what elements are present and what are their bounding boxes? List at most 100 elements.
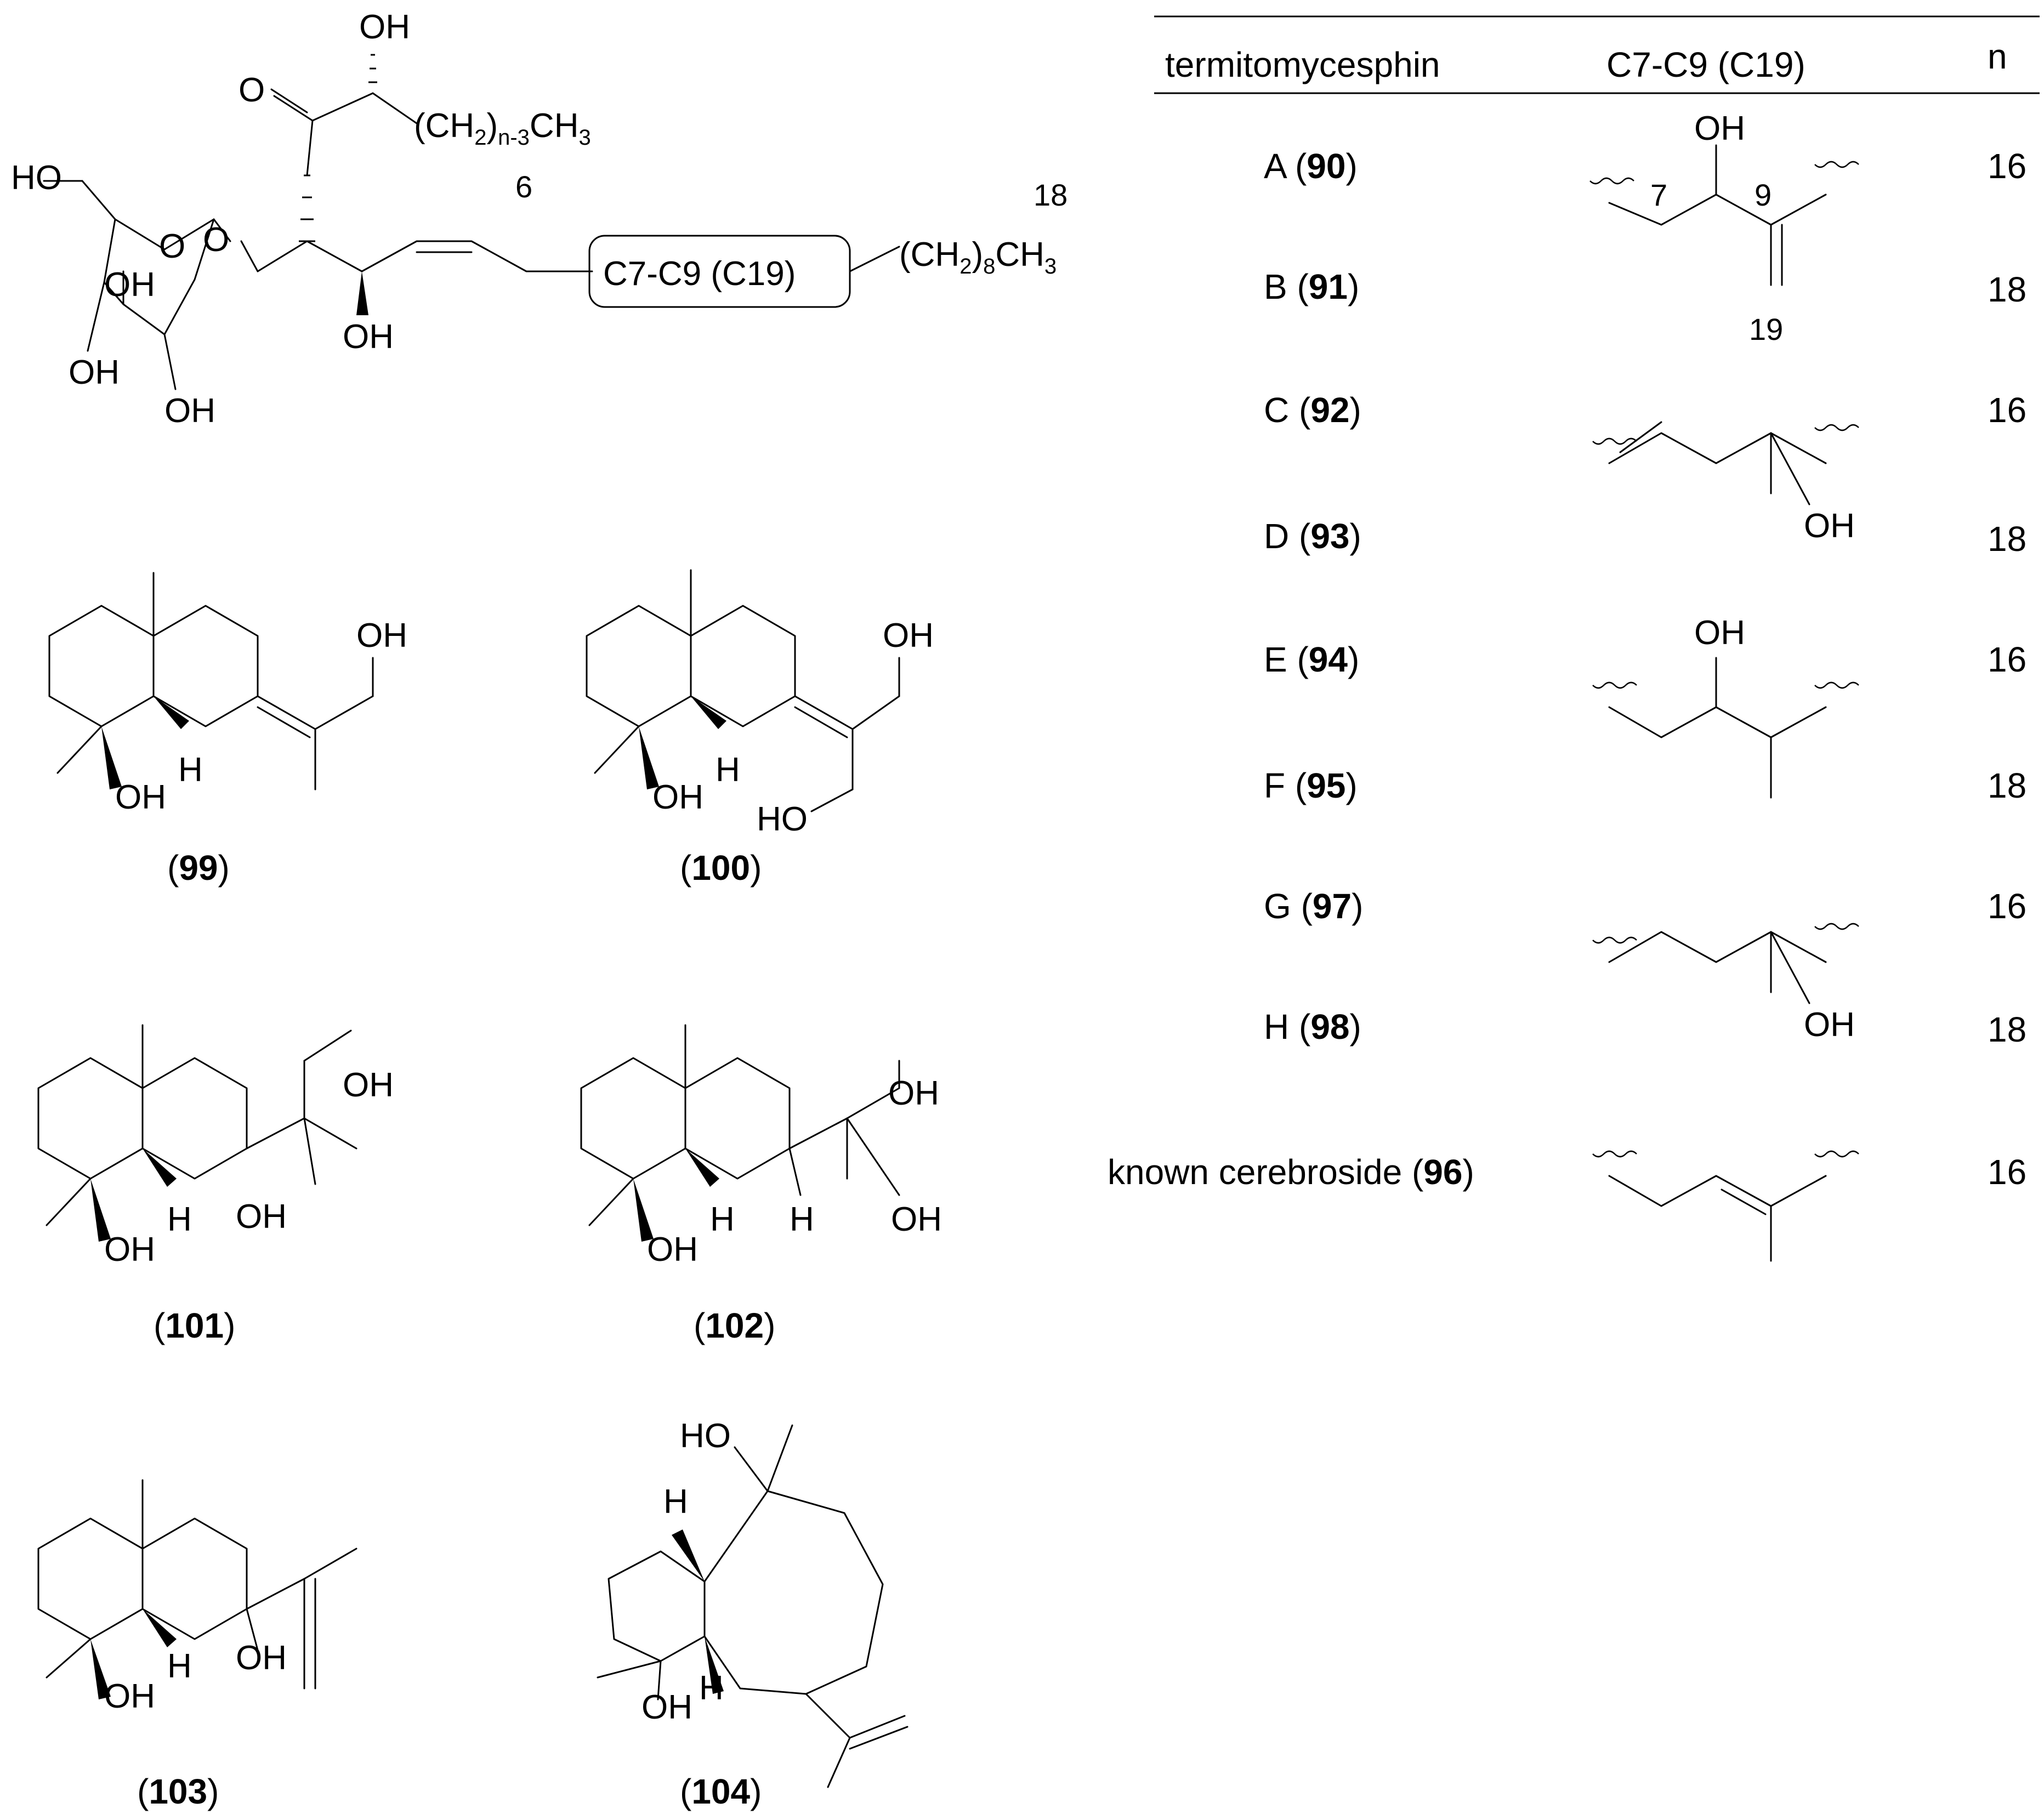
backbone-chain: [240, 240, 593, 272]
compound-99-label: (99): [167, 848, 230, 888]
hashed-bond-oh: [368, 54, 377, 83]
glycosidic-oxygen-label: O: [203, 221, 229, 259]
compound-104-h-1: H: [663, 1483, 688, 1521]
compound-104-h-2: H: [699, 1669, 724, 1707]
compound-100-label: (100): [680, 848, 762, 888]
compound-104-oh: OH: [641, 1688, 692, 1726]
compound-102-oh-2: OH: [891, 1201, 942, 1238]
row-n-H: 18: [1988, 1010, 2026, 1049]
header-n: n: [1988, 37, 2007, 76]
fragment-cd-oh: OH: [1804, 507, 1855, 545]
carbon-18-label: 18: [1034, 178, 1068, 212]
row-n-F: 18: [1988, 766, 2026, 805]
carbonyl-bond: [273, 95, 314, 122]
compound-101-h: H: [167, 1201, 192, 1238]
fragment-known: [1592, 1150, 1859, 1262]
compound-100-h: H: [716, 751, 740, 789]
compound-102-label: (102): [694, 1306, 775, 1345]
compound-102-h-2: H: [790, 1201, 814, 1238]
row-label-E: E (94): [1264, 640, 1359, 679]
termitomycesphin-table: termitomycesphin C7-C9 (C19) n A (90) 16…: [1108, 15, 2040, 1262]
fragment-box-label: C7-C9 (C19): [603, 255, 796, 293]
glycosidic-bond: [213, 218, 231, 242]
row-n-known: 16: [1988, 1152, 2026, 1192]
sugar-ho-label: HO: [11, 159, 62, 197]
fragment-gh-oh: OH: [1804, 1006, 1855, 1044]
row-n-A: 16: [1988, 146, 2026, 186]
tail-chain-label: (CH2)8CH3: [899, 236, 1057, 278]
compound-101-oh-1: OH: [343, 1066, 394, 1104]
compound-100-ho: HO: [757, 800, 808, 838]
row-label-B: B (91): [1264, 267, 1359, 306]
wavy-bond-left: [1589, 177, 1634, 185]
row-label-D: D (93): [1264, 516, 1361, 556]
compound-104-ho: HO: [680, 1417, 731, 1455]
header-fragment: C7-C9 (C19): [1606, 45, 1805, 84]
sugar-oh-3: [87, 281, 105, 352]
hashed-bond-acyl: [299, 174, 315, 242]
wavy-bond-right: [1814, 161, 1859, 168]
compound-100: OH HO OH H (100): [586, 569, 934, 888]
compound-103-oh-2: OH: [104, 1677, 155, 1715]
row-label-C: C (92): [1264, 390, 1361, 430]
row-label-F: F (95): [1264, 766, 1358, 805]
compound-104-label: (104): [680, 1772, 762, 1811]
header-termitomycesphin: termitomycesphin: [1165, 45, 1440, 84]
wedge-bond-oh: [356, 271, 368, 315]
compound-102-oh-3: OH: [647, 1231, 698, 1269]
compound-102-oh-1: OH: [888, 1074, 939, 1112]
sugar-oh-label-2: OH: [69, 354, 120, 391]
fragment-ef-oh: OH: [1694, 614, 1745, 652]
compound-101-oh-3: OH: [104, 1231, 155, 1269]
compound-102: OH OH OH H H (102): [580, 1024, 942, 1345]
fragment-cd: OH: [1592, 421, 1859, 545]
compound-99-oh-2: OH: [115, 778, 166, 816]
main-glycolipid-structure: HO O O OH OH OH O OH OH (CH2)n-3CH3 6: [11, 8, 1068, 430]
fragment-ab-c19: 19: [1749, 312, 1783, 346]
compound-101-label: (101): [154, 1306, 235, 1345]
row-n-E: 16: [1988, 640, 2026, 679]
compound-100-oh-2: OH: [652, 778, 703, 816]
alpha-carbon-bond: [311, 92, 374, 122]
sugar-ring: [103, 218, 215, 335]
compound-100-oh-1: OH: [883, 617, 934, 655]
acyl-chain-label: (CH2)n-3CH3: [414, 107, 591, 150]
row-label-known: known cerebroside (96): [1108, 1152, 1474, 1192]
row-n-G: 16: [1988, 886, 2026, 926]
compound-102-h-1: H: [710, 1201, 735, 1238]
ring-oxygen-label: O: [159, 228, 185, 265]
compound-103: OH OH H (103): [37, 1479, 357, 1811]
row-label-G: G (97): [1264, 886, 1363, 926]
compound-103-h: H: [167, 1647, 192, 1685]
sugar-ch2: [81, 180, 116, 220]
compound-103-label: (103): [137, 1772, 219, 1811]
tail-bond: [849, 246, 900, 272]
sugar-oh-4: [163, 333, 177, 390]
fragment-ab-oh: OH: [1694, 110, 1745, 147]
backbone-oh-label: OH: [343, 318, 394, 356]
row-label-A: A (90): [1264, 146, 1358, 186]
row-n-D: 18: [1988, 519, 2026, 559]
compound-101-oh-2: OH: [236, 1198, 287, 1236]
carbonyl-o-label: O: [239, 71, 265, 109]
row-n-B: 18: [1988, 270, 2026, 309]
carbon-6-label: 6: [515, 169, 532, 204]
sugar-oh-label-1: OH: [104, 266, 155, 304]
row-n-C: 16: [1988, 390, 2026, 430]
carbonyl-bond-2: [270, 88, 308, 113]
fragment-ef: OH: [1592, 614, 1859, 799]
compound-99-oh-1: OH: [356, 617, 407, 655]
fragment-ab: OH 7 9 19: [1589, 110, 1859, 346]
compound-103-oh-1: OH: [236, 1639, 287, 1677]
amide-bond: [306, 120, 314, 177]
fragment-ab-c9: 9: [1755, 178, 1772, 212]
sugar-oh-label-3: OH: [164, 392, 215, 430]
alpha-oh-label: OH: [359, 8, 410, 46]
compound-104: HO H OH H (104): [597, 1417, 909, 1811]
fragment-gh: OH: [1592, 923, 1859, 1044]
chain-bond: [372, 92, 418, 124]
compound-101: OH OH OH H (101): [37, 1024, 394, 1345]
compound-99-h: H: [178, 751, 203, 789]
fragment-ab-c7: 7: [1650, 178, 1667, 212]
